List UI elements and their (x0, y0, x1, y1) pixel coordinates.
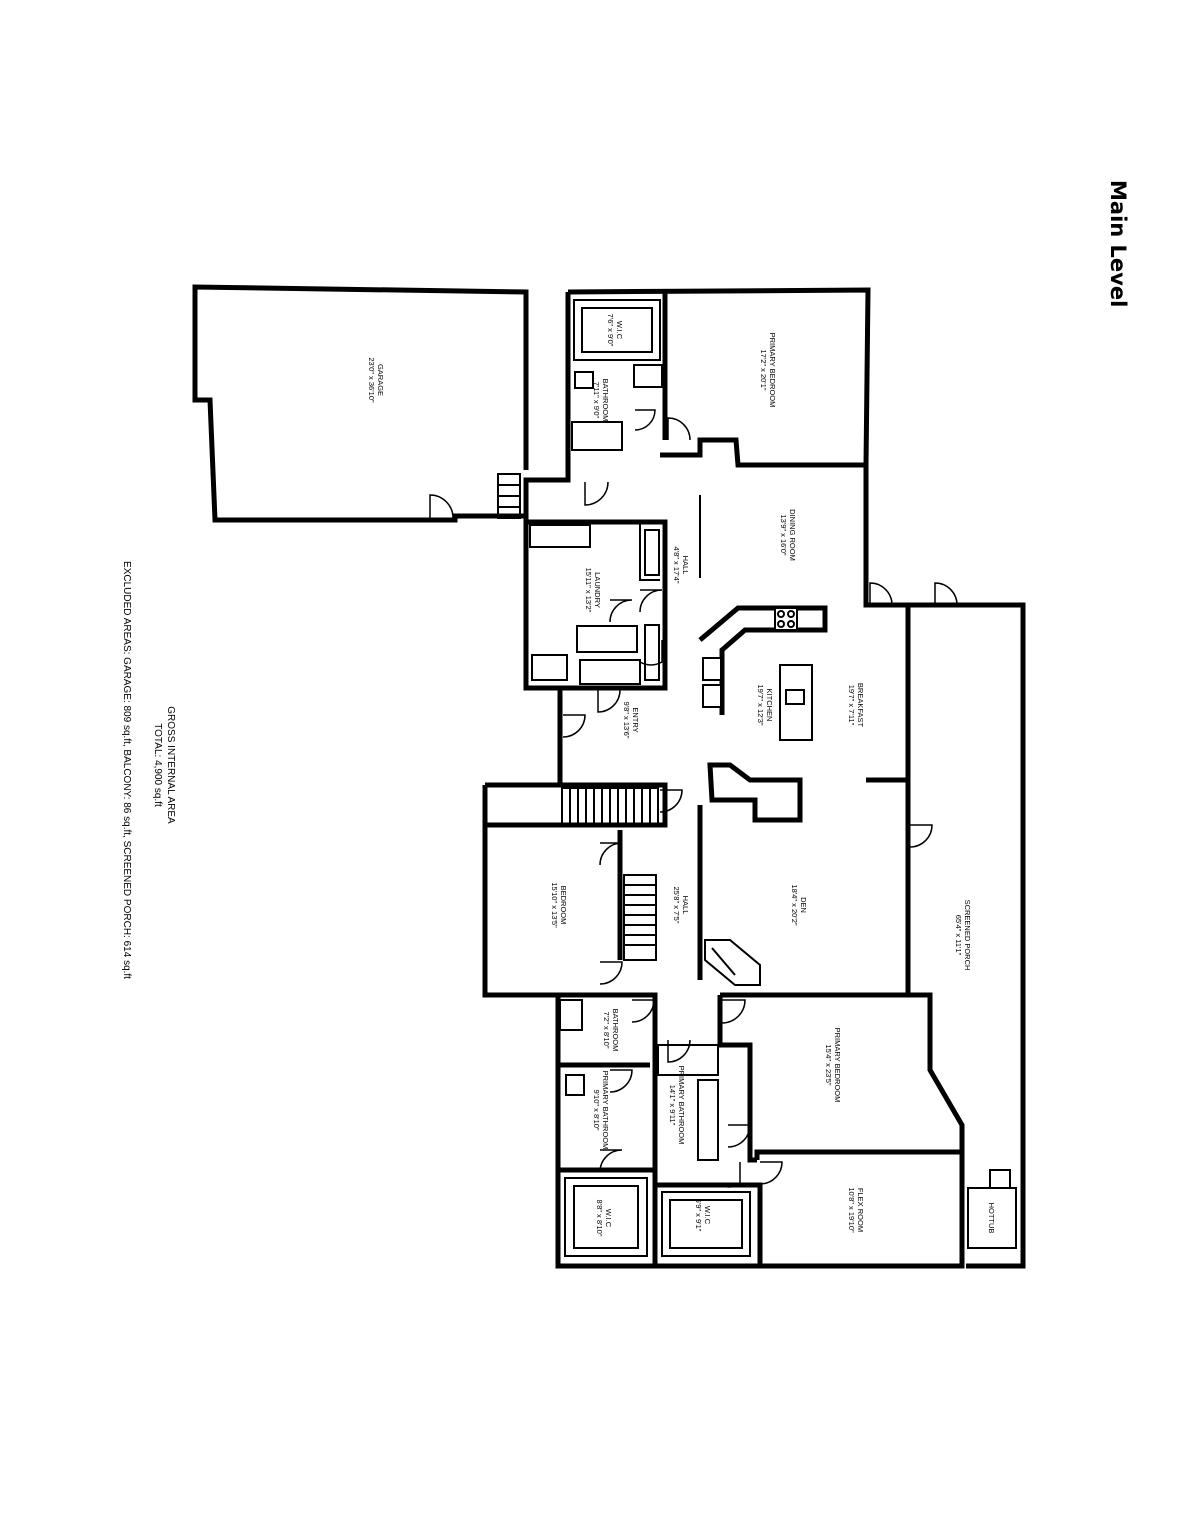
room-label-garage: GARAGE 23'0" x 36'10" (367, 357, 385, 403)
room-size: 15'4" x 23'5" (824, 1044, 833, 1085)
room-size: 6'9" x 9'1" (694, 1199, 703, 1232)
room-size: 7'2" x 8'10" (602, 1012, 611, 1049)
room-size: 15'10" x 13'5" (550, 882, 559, 928)
room-size: 15'11" x 13'2" (584, 568, 593, 613)
room-name: BREAKFAST (856, 683, 865, 728)
room-name: PRIMARY BEDROOM (768, 333, 777, 408)
room-name: PRIMARY BATHROOM (677, 1066, 686, 1145)
room-name: HOTTUB (987, 1203, 996, 1234)
room-label-entry: ENTRY 9'8" x 13'6" (622, 702, 640, 739)
room-name: LAUNDRY (593, 572, 602, 608)
room-label-wic-1: W.I.C 7'6" x 9'0" (606, 314, 624, 347)
room-size: 19'7" x 7'11" (847, 685, 856, 726)
room-label-hall-1: HALL 4'8" x 17'4" (672, 547, 690, 584)
room-label-kitchen: KITCHEN 19'7" x 12'3" (756, 684, 774, 725)
page-title: Main Level (1106, 180, 1130, 307)
area-summary-line-1: GROSS INTERNAL AREA (165, 706, 176, 824)
room-size: 4'8" x 17'4" (672, 547, 681, 584)
room-size: 13'9" x 16'0" (779, 514, 788, 555)
room-name: ENTRY (631, 707, 640, 732)
area-summary-line-3: EXCLUDED AREAS: GARAGE: 809 sq.ft, BALCO… (121, 561, 132, 979)
room-size: 23'0" x 36'10" (367, 357, 376, 403)
room-label-primary-bedroom-1: PRIMARY BEDROOM 17'2" x 20'1" (759, 333, 777, 408)
room-label-screened-porch: SCREENED PORCH 65'4" x 11'1" (954, 900, 972, 971)
room-label-bathroom-2: BATHROOM 7'2" x 8'10" (602, 1009, 620, 1052)
room-size: 10'8" x 19'10" (847, 1187, 856, 1233)
room-label-primary-bedroom-2: PRIMARY BEDROOM 15'4" x 23'5" (824, 1028, 842, 1103)
room-size: 8'8" x 8'10" (595, 1200, 604, 1237)
room-name: BATHROOM (611, 1009, 620, 1052)
room-size: 19'7" x 12'3" (756, 684, 765, 725)
room-size: 9'8" x 13'6" (622, 702, 631, 739)
room-size: 65'4" x 11'1" (954, 915, 963, 956)
room-label-hot-tub: HOTTUB (987, 1203, 996, 1234)
room-name: W.I.C (604, 1209, 613, 1228)
room-name: HALL (681, 556, 690, 575)
walls (192, 284, 1026, 1269)
room-label-laundry: LAUNDRY 15'11" x 13'2" (584, 568, 602, 613)
room-size: 9'10" x 8'10" (592, 1089, 601, 1130)
room-size: 25'8" x 7'5" (672, 887, 681, 924)
kitchen-cabinets (698, 605, 828, 823)
room-size: 14'1" x 9'11" (668, 1085, 677, 1126)
room-label-breakfast: BREAKFAST 19'7" x 7'11" (847, 683, 865, 728)
doors (429, 409, 958, 1188)
room-label-den: DEN 18'4" x 20'2" (790, 884, 808, 925)
room-name: SCREENED PORCH (963, 900, 972, 971)
room-label-flex-room: FLEX ROOM 10'8" x 19'10" (847, 1187, 865, 1233)
fireplace (704, 939, 761, 986)
room-size: 7'6" x 9'0" (606, 314, 615, 347)
room-name: BEDROOM (559, 886, 568, 925)
bathroom-fixtures (497, 299, 1017, 1257)
room-name: PRIMARY BATHROOM (601, 1071, 610, 1150)
room-name: KITCHEN (765, 689, 774, 722)
kitchen-island (779, 664, 813, 741)
room-size: 7'11" x 9'0" (592, 382, 601, 419)
room-name: W.I.C (703, 1206, 712, 1225)
room-label-primary-bathroom-2: PRIMARY BATHROOM 14'1" x 9'11" (668, 1066, 686, 1145)
room-name: HALL (681, 896, 690, 915)
room-size: 17'2" x 20'1" (759, 349, 768, 390)
stairs (561, 787, 659, 961)
room-name: GARAGE (376, 364, 385, 396)
room-name: FLEX ROOM (856, 1188, 865, 1232)
room-label-primary-bathroom-1: PRIMARY BATHROOM 9'10" x 8'10" (592, 1071, 610, 1150)
room-name: BATHROOM (601, 379, 610, 422)
room-name: DEN (799, 897, 808, 913)
room-size: 18'4" x 20'2" (790, 884, 799, 925)
area-summary-line-2: TOTAL: 4,900 sq.ft (152, 723, 163, 807)
room-name: DINING ROOM (788, 509, 797, 561)
room-label-bathroom-1: BATHROOM 7'11" x 9'0" (592, 379, 610, 422)
room-label-wic-3: W.I.C 6'9" x 9'1" (694, 1199, 712, 1232)
room-label-bedroom: BEDROOM 15'10" x 13'5" (550, 882, 568, 928)
room-label-dining-room: DINING ROOM 13'9" x 16'0" (779, 509, 797, 561)
room-name: PRIMARY BEDROOM (833, 1028, 842, 1103)
area-summary: GROSS INTERNAL AREA TOTAL: 4,900 sq.ft E… (121, 561, 176, 979)
room-label-wic-2: W.I.C 8'8" x 8'10" (595, 1200, 613, 1237)
room-name: W.I.C (615, 321, 624, 340)
room-label-hall-2: HALL 25'8" x 7'5" (672, 887, 690, 924)
